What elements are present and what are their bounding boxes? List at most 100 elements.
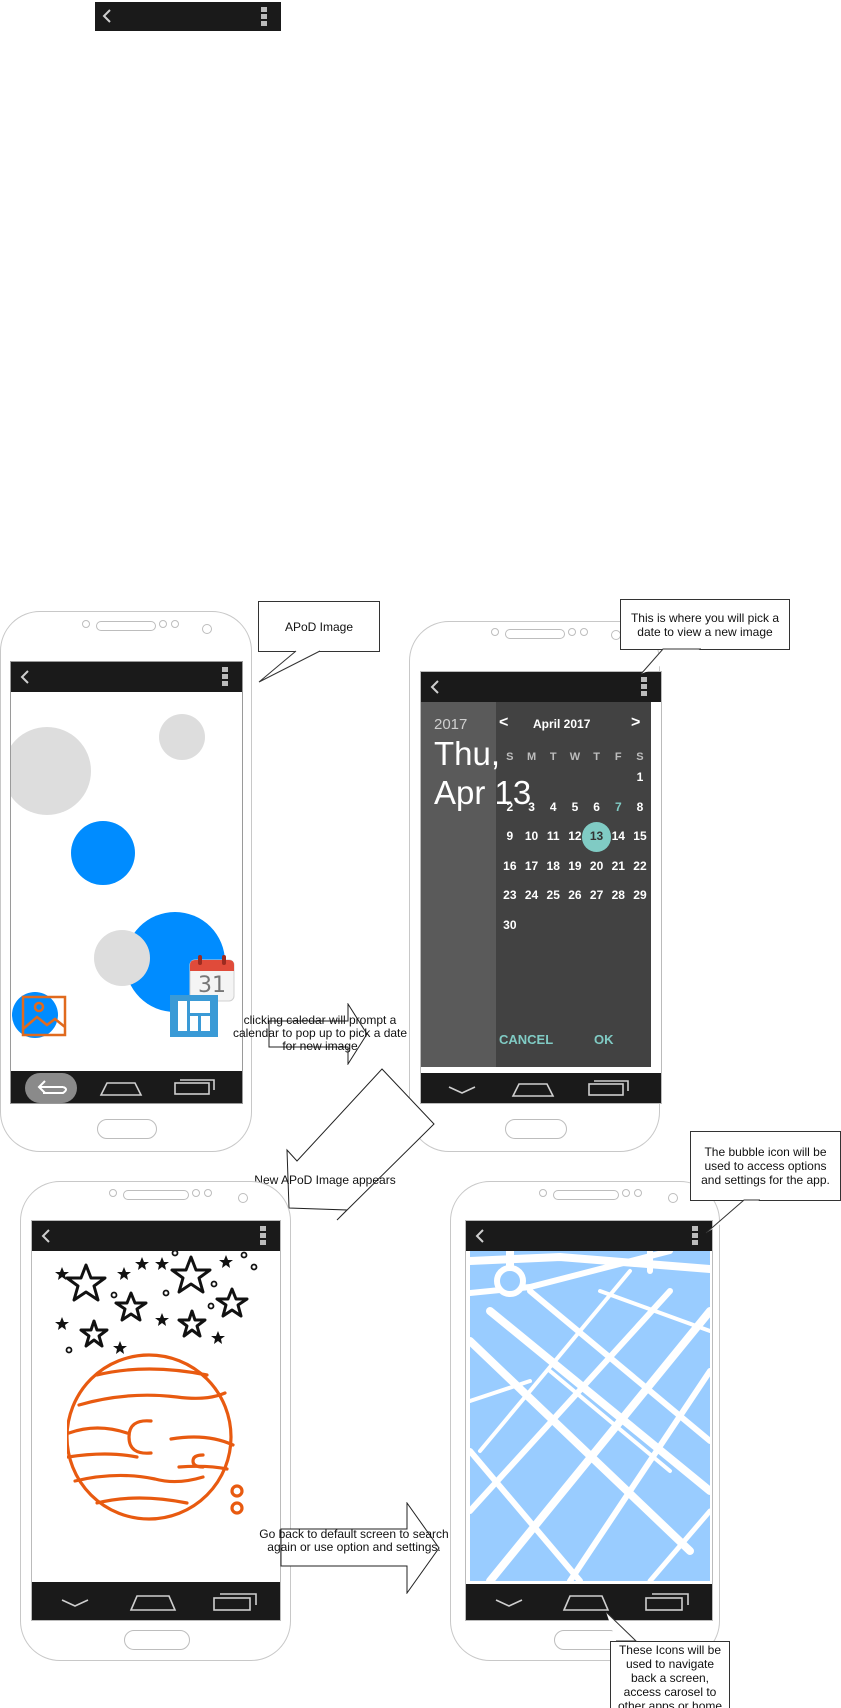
day-cell[interactable]: 14 — [611, 829, 625, 843]
date-header-year[interactable]: 2017 — [434, 716, 468, 733]
sensor-dot — [491, 628, 499, 636]
recents-icon[interactable] — [173, 1077, 217, 1095]
home-hardware-button[interactable] — [97, 1119, 157, 1139]
weekday-header: T — [549, 751, 557, 763]
image-icon[interactable] — [21, 995, 67, 1037]
calendar-icon-number: 31 — [198, 973, 226, 998]
weekday-header: S — [506, 751, 514, 763]
back-chevron-icon[interactable] — [17, 668, 33, 686]
back-chevron-icon[interactable] — [427, 678, 443, 696]
stars-icon — [55, 1251, 258, 1354]
prev-month-button[interactable]: < — [499, 714, 509, 731]
back-arrow-button[interactable] — [25, 1073, 77, 1103]
chevron-down-icon[interactable] — [494, 1598, 524, 1608]
day-cell[interactable]: 6 — [593, 799, 600, 814]
menu-dots-icon[interactable] — [261, 7, 267, 27]
day-cell[interactable]: 29 — [633, 888, 647, 902]
back-chevron-icon[interactable] — [472, 1227, 488, 1245]
menu-dots-icon[interactable] — [222, 667, 228, 687]
ok-button[interactable]: OK — [594, 1032, 614, 1047]
sensor-dot — [580, 628, 588, 636]
recents-icon[interactable] — [587, 1078, 631, 1096]
day-cell[interactable]: 24 — [524, 888, 539, 902]
day-cell[interactable]: 10 — [524, 829, 539, 843]
calendar-icon[interactable]: 31 — [189, 954, 235, 1002]
dashboard-icon[interactable] — [170, 995, 218, 1037]
day-cell[interactable]: 13 — [581, 822, 612, 852]
day-cell[interactable]: 18 — [546, 858, 560, 873]
day-cell[interactable]: 20 — [589, 858, 604, 873]
sensor-dot — [82, 620, 90, 628]
date-header-date: Apr 13 — [434, 774, 532, 811]
map-icon[interactable] — [470, 1251, 710, 1581]
day-cell[interactable]: 28 — [611, 888, 625, 902]
day-cell[interactable]: 27 — [589, 888, 604, 902]
nav-bar — [32, 1582, 280, 1620]
flow-arrow-right — [268, 1003, 368, 1065]
top-bar — [11, 662, 242, 692]
day-cell[interactable]: 22 — [633, 858, 647, 873]
day-cell[interactable]: 17 — [524, 858, 539, 873]
weekday-header: F — [614, 751, 622, 763]
recents-icon[interactable] — [212, 1590, 258, 1612]
day-cell[interactable]: 8 — [636, 799, 644, 814]
home-icon[interactable] — [511, 1080, 555, 1098]
arrow-label-calendar-prompt: clicking caledar will prompt a calendar … — [232, 1013, 408, 1053]
back-arrow-icon — [37, 1080, 67, 1094]
day-cell[interactable]: 9 — [506, 829, 514, 843]
menu-dots-icon[interactable] — [692, 1226, 698, 1246]
day-cell[interactable]: 21 — [611, 858, 625, 873]
empty-day-cell — [564, 911, 586, 941]
callout-pick-date: This is where you will pick a date to vi… — [620, 599, 790, 650]
chevron-down-icon[interactable] — [447, 1085, 477, 1095]
empty-day-cell — [521, 763, 543, 793]
map-screen — [465, 1220, 713, 1621]
home-hardware-button[interactable] — [505, 1119, 567, 1139]
callout-bubble-icon: The bubble icon will be used to access o… — [690, 1131, 841, 1201]
day-cell[interactable]: 1 — [636, 770, 644, 784]
home-icon[interactable] — [99, 1079, 143, 1097]
callout-apod-image: APoD Image — [258, 601, 380, 652]
back-chevron-icon[interactable] — [38, 1227, 54, 1245]
day-cell[interactable]: 23 — [503, 888, 517, 902]
day-cell[interactable]: 30 — [503, 917, 517, 932]
camera-dot — [202, 624, 212, 634]
camera-dot — [668, 1193, 678, 1203]
day-cell[interactable]: 4 — [549, 799, 557, 814]
empty-day-cell — [586, 911, 608, 941]
top-bar — [32, 1221, 280, 1251]
home-icon[interactable] — [562, 1592, 610, 1612]
day-cell[interactable]: 12 — [568, 829, 582, 843]
next-month-button[interactable]: > — [631, 714, 641, 731]
menu-dots-icon[interactable] — [260, 1226, 266, 1246]
empty-day-cell — [586, 763, 608, 793]
arrow-label-new-image: New APoD Image appears — [254, 1173, 396, 1187]
day-cell[interactable]: 25 — [546, 888, 560, 902]
home-hardware-button[interactable] — [124, 1630, 190, 1650]
empty-day-cell — [607, 911, 629, 941]
day-cell[interactable]: 7 — [614, 799, 622, 814]
day-cell[interactable]: 15 — [633, 829, 647, 843]
menu-dots-icon[interactable] — [641, 677, 647, 697]
home-icon[interactable] — [129, 1592, 177, 1612]
back-chevron-icon[interactable] — [99, 7, 115, 25]
day-cell[interactable]: 11 — [546, 829, 560, 843]
day-cell[interactable]: 16 — [503, 858, 517, 873]
date-header-weekday: Thu, — [434, 735, 501, 772]
day-cell[interactable]: 2 — [506, 799, 514, 814]
day-cell[interactable]: 3 — [528, 799, 535, 814]
gray-bubble — [11, 727, 91, 815]
day-cell[interactable]: 5 — [571, 799, 579, 814]
flow-arrow-right — [280, 1502, 440, 1594]
sensor-dot — [159, 620, 167, 628]
earpiece — [96, 621, 156, 631]
empty-day-cell — [542, 763, 564, 793]
recents-icon[interactable] — [644, 1590, 690, 1612]
chevron-down-icon[interactable] — [60, 1598, 90, 1608]
day-cell[interactable]: 19 — [568, 858, 582, 873]
day-cell[interactable]: 26 — [568, 888, 582, 902]
cancel-button[interactable]: CANCEL — [499, 1032, 554, 1047]
sensor-dot — [171, 620, 179, 628]
